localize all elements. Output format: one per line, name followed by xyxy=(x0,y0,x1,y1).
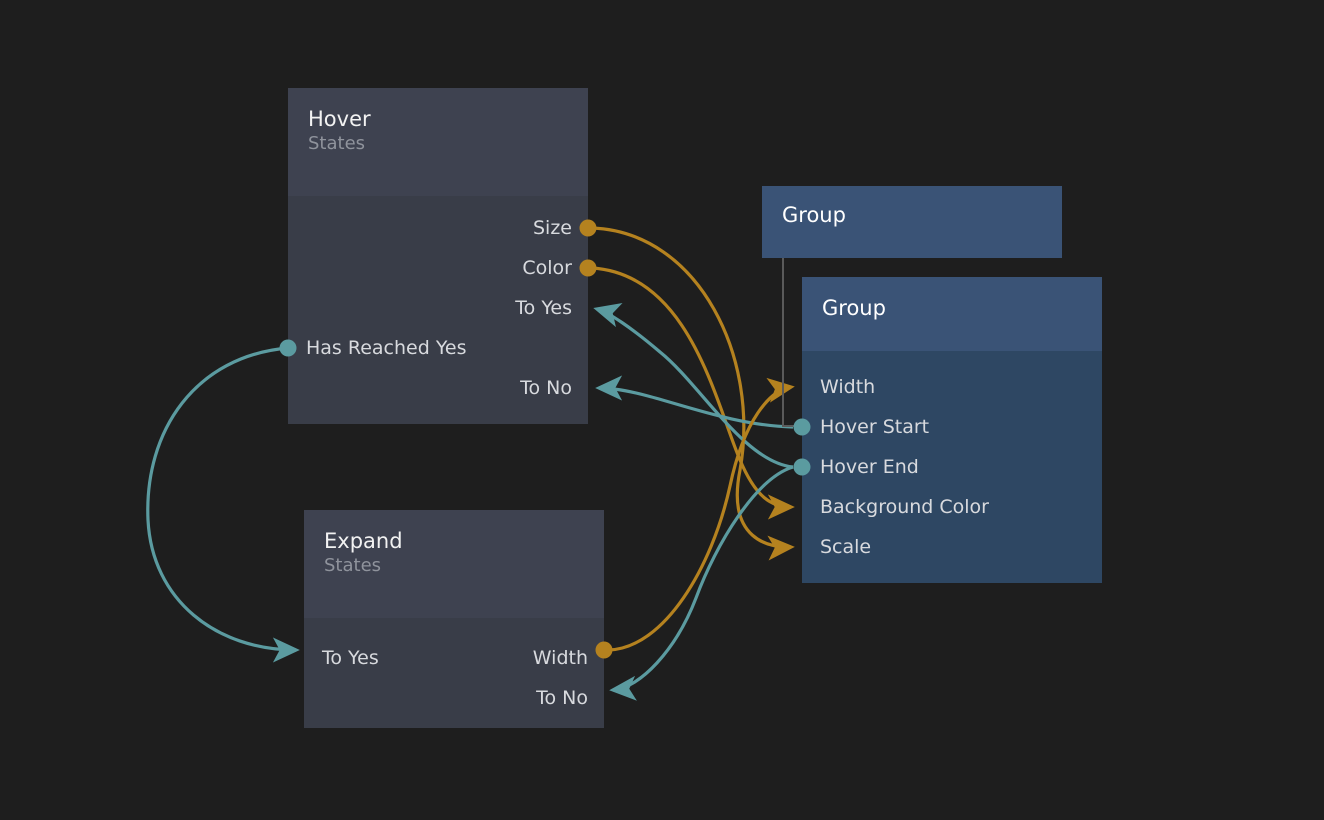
edge-size-to-scale xyxy=(591,226,795,561)
node-expand-subtitle: States xyxy=(324,555,382,576)
edge-color-to-background xyxy=(591,266,795,520)
edge-hasreached-to-toyes xyxy=(146,346,300,663)
port-hover-has-reached-yes[interactable]: Has Reached Yes xyxy=(306,337,467,359)
node-hover-title: Hover xyxy=(308,107,371,131)
node-group-child-title: Group xyxy=(822,296,886,320)
edge-width-to-width xyxy=(608,377,795,652)
node-expand[interactable]: Expand States Width To No To Yes xyxy=(304,510,604,728)
node-expand-header[interactable]: Expand States xyxy=(304,510,604,618)
node-hover[interactable]: Hover States Size Color To Yes To No Has… xyxy=(288,88,588,424)
node-group-child-header[interactable]: Group xyxy=(802,277,1102,351)
node-expand-title: Expand xyxy=(324,529,403,553)
node-group-child[interactable]: Group Width Hover Start Hover End Backgr… xyxy=(802,277,1102,583)
edge-hoverend-to-expand-tono xyxy=(609,465,794,701)
node-hover-subtitle: States xyxy=(308,133,366,154)
port-hover-to-no[interactable]: To No xyxy=(520,377,572,399)
port-group-width[interactable]: Width xyxy=(820,376,876,398)
node-group-parent[interactable]: Group xyxy=(762,186,1062,258)
port-group-background-color[interactable]: Background Color xyxy=(820,496,989,518)
edge-hoverend-to-toyes xyxy=(593,303,794,469)
port-group-hover-end[interactable]: Hover End xyxy=(820,456,919,478)
port-hover-color[interactable]: Color xyxy=(522,257,572,279)
node-hover-body: Size Color To Yes To No Has Reached Yes xyxy=(288,196,588,424)
edge-hoverstart-to-tono xyxy=(595,375,794,429)
tree-link-horizontal xyxy=(782,425,798,427)
port-group-hover-start[interactable]: Hover Start xyxy=(820,416,930,438)
node-expand-body: Width To No To Yes xyxy=(304,618,604,728)
node-group-parent-title: Group xyxy=(782,203,846,227)
port-hover-to-yes[interactable]: To Yes xyxy=(515,297,572,319)
node-group-child-body: Width Hover Start Hover End Background C… xyxy=(802,351,1102,583)
tree-link-vertical xyxy=(782,258,784,427)
node-hover-header[interactable]: Hover States xyxy=(288,88,588,196)
port-hover-size[interactable]: Size xyxy=(532,217,572,239)
port-expand-to-yes[interactable]: To Yes xyxy=(322,647,379,669)
port-expand-width[interactable]: Width xyxy=(532,647,588,669)
port-expand-to-no[interactable]: To No xyxy=(536,687,588,709)
port-group-scale[interactable]: Scale xyxy=(820,536,872,558)
